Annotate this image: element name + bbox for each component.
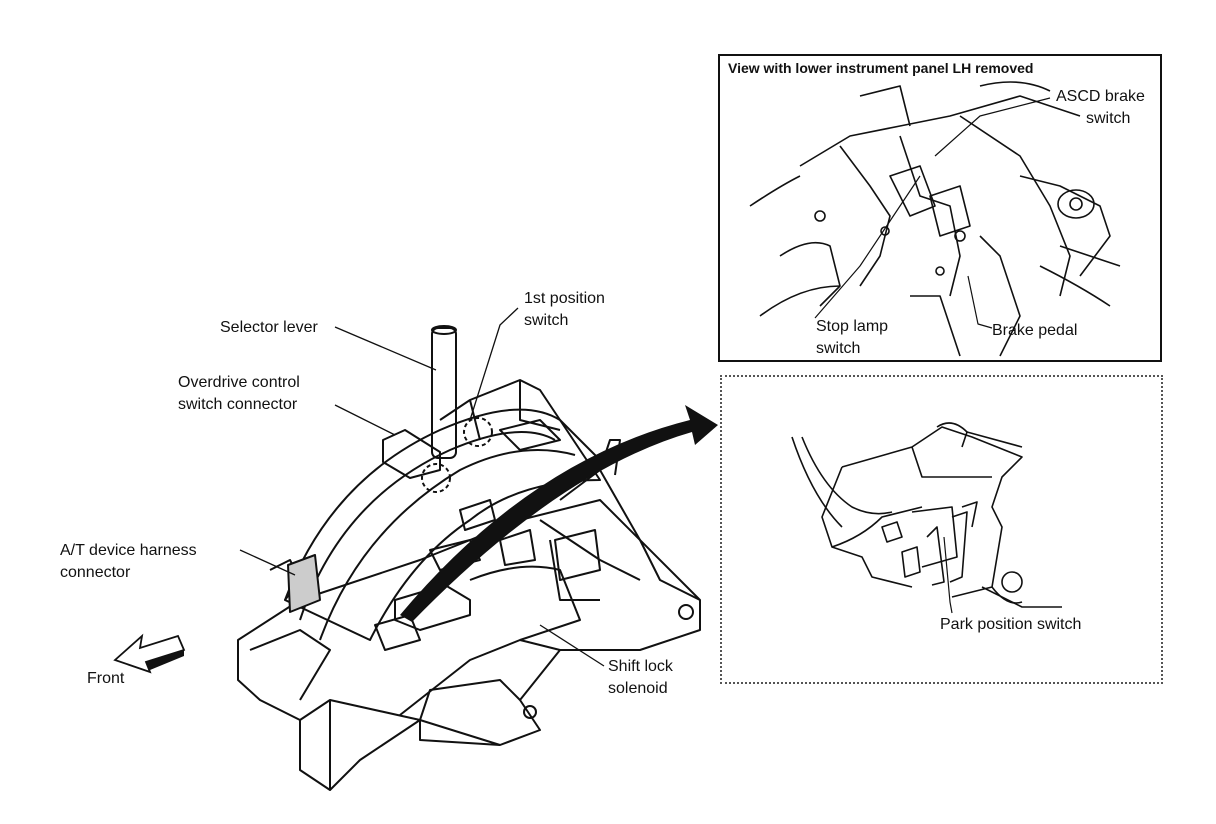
first-position-switch-circle xyxy=(463,417,493,447)
inset-park-position-switch: Park position switch xyxy=(720,375,1163,684)
front-arrow-icon xyxy=(113,633,186,674)
at-harness-connector-label: A/T device harness connector xyxy=(60,542,197,581)
brake-area-drawing xyxy=(749,81,1121,357)
ascd-brake-switch-label: ASCD brake switch xyxy=(1056,88,1145,127)
overdrive-connector-label: Overdrive control switch connector xyxy=(178,374,300,413)
first-position-switch-label: 1st position switch xyxy=(524,290,605,329)
brake-pedal-label: Brake pedal xyxy=(992,322,1078,339)
selector-lever-shaft xyxy=(431,327,457,459)
front-label: Front xyxy=(87,670,125,687)
base-plate xyxy=(237,499,701,791)
park-position-switch-label: Park position switch xyxy=(940,616,1082,633)
shift-lock-solenoid-label: Shift lock solenoid xyxy=(608,658,673,697)
pointer-arrow xyxy=(400,405,718,622)
harness-connector xyxy=(287,554,321,613)
overdrive-connector-circle xyxy=(421,463,451,493)
stop-lamp-switch-label: Stop lamp switch xyxy=(816,318,889,357)
selector-lever-label: Selector lever xyxy=(220,319,318,336)
inset-title: View with lower instrument panel LH remo… xyxy=(728,60,1034,76)
inset-brake-switches: View with lower instrument panel LH remo… xyxy=(718,54,1162,362)
arc-gate xyxy=(284,408,601,641)
park-switch-drawing xyxy=(791,422,1062,614)
